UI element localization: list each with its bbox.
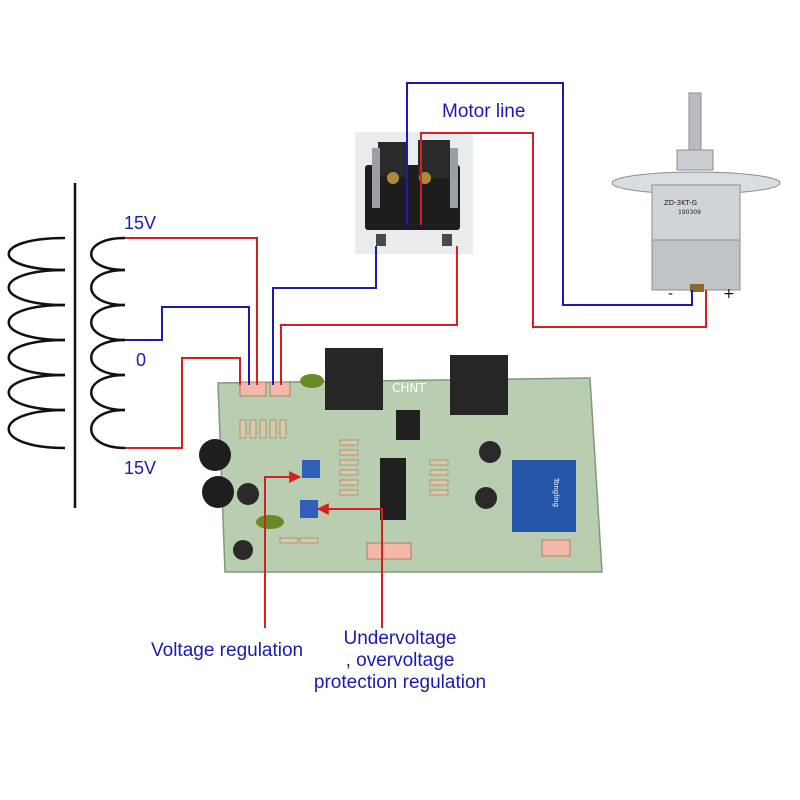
wire-motor-red <box>420 132 707 328</box>
label-protection-line2: , overvoltage <box>345 650 455 671</box>
label-protection-regulation: Undervoltage , overvoltage protection re… <box>300 628 500 694</box>
limit-switch <box>355 132 473 254</box>
label-voltage-regulation: Voltage regulation <box>151 640 304 661</box>
label-15v-bottom: 15V <box>124 458 157 478</box>
wire-board-to-switch-red <box>280 246 458 385</box>
label-motor-line: Motor line <box>442 101 526 122</box>
pcb-brand: CHNT <box>392 381 426 395</box>
wire-15v-top <box>125 237 258 385</box>
transformer <box>7 183 126 508</box>
label-protection-line3: protection regulation <box>313 672 487 693</box>
gear-motor: ZD-3KT-G 190309 - + <box>611 92 781 302</box>
wire-motor-blue <box>406 82 693 306</box>
motor-model: ZD-3KT-G <box>664 199 697 207</box>
primary-coil <box>7 236 66 450</box>
motor-minus-label: - <box>668 286 673 302</box>
relay-brand: Tongling <box>552 477 560 507</box>
motor-plus-label: + <box>723 286 735 302</box>
motor-code: 190309 <box>678 209 701 216</box>
label-center-tap: 0 <box>136 350 147 370</box>
label-15v-top: 15V <box>124 213 157 233</box>
control-pcb: CHNT Tongling <box>199 348 603 573</box>
secondary-coil <box>90 236 126 450</box>
label-protection-line1: Undervoltage <box>343 628 457 649</box>
pointer-voltage-regulation <box>264 471 302 628</box>
wire-15v-bottom <box>125 357 241 449</box>
wire-center-tap <box>125 306 250 385</box>
pointer-protection-regulation <box>316 503 383 628</box>
wire-board-to-switch-blue <box>272 246 377 385</box>
